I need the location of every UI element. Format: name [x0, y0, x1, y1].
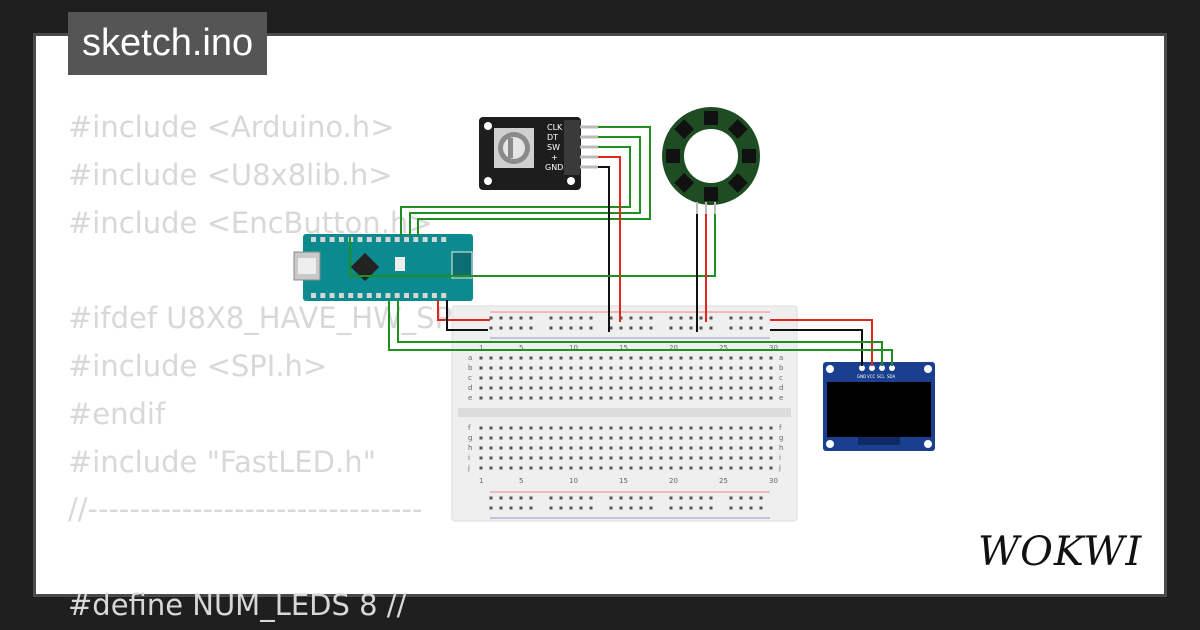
- row-letter: e: [779, 394, 783, 402]
- row-letter: a: [779, 354, 783, 362]
- file-tab[interactable]: sketch.ino: [68, 12, 268, 75]
- row-letter: f: [779, 424, 782, 432]
- code-editor: #include <Arduino.h> #include <U8x8lib.h>…: [68, 104, 461, 630]
- encoder-pin-plus-label: +: [551, 153, 558, 162]
- led-ring[interactable]: [662, 107, 760, 214]
- wire-vcc-encoder: [598, 156, 621, 322]
- row-letter: b: [779, 364, 784, 372]
- wire-dt: [409, 136, 641, 236]
- row-letter: g: [468, 434, 472, 442]
- column-number: 1: [479, 477, 483, 485]
- encoder-pin-sw-label: SW: [547, 143, 560, 152]
- row-letter: f: [468, 424, 471, 432]
- code-line: #include <Arduino.h>: [68, 110, 395, 144]
- wire-5v: [437, 300, 488, 321]
- row-letter: i: [468, 454, 470, 462]
- oled-pin-gnd-label: GND: [857, 374, 866, 379]
- row-letter: a: [468, 354, 472, 362]
- column-number: 25: [719, 344, 728, 352]
- oled-display[interactable]: GND VCC SCL SDA: [823, 362, 935, 451]
- column-number: 25: [719, 477, 728, 485]
- code-line: #define NUM_LEDS 8 //: [68, 587, 407, 622]
- wire-gnd-nano: [446, 300, 488, 331]
- wire-oled-sda: [388, 300, 893, 366]
- column-number: 30: [769, 477, 778, 485]
- row-letter: i: [779, 454, 781, 462]
- column-number: 1: [479, 344, 483, 352]
- code-line: #endif: [68, 396, 166, 431]
- wire-oled-scl: [397, 300, 883, 366]
- file-tab-label: sketch.ino: [82, 22, 254, 64]
- wokwi-logo-text: WOKWI: [978, 529, 1142, 575]
- row-letter: j: [778, 464, 781, 472]
- code-line: //--------------------------------: [68, 492, 423, 527]
- encoder-pin-dt-label: DT: [547, 133, 558, 142]
- wire-led-data: [349, 214, 716, 277]
- wire-oled-gnd: [770, 329, 863, 366]
- row-letter: j: [467, 464, 470, 472]
- code-line: #include <EncButton.h>: [68, 205, 433, 240]
- code-line: #include <U8x8lib.h>: [68, 157, 393, 192]
- row-letter: h: [779, 444, 783, 452]
- encoder-pin-clk-label: CLK: [547, 123, 563, 132]
- column-number: 10: [569, 477, 578, 485]
- column-number: 15: [619, 477, 628, 485]
- rotary-encoder[interactable]: CLK DT SW + GND: [479, 117, 598, 190]
- oled-pin-sda-label: SDA: [887, 374, 896, 379]
- code-line: #ifdef U8X8_HAVE_HW_SPI: [68, 301, 461, 336]
- encoder-pin-gnd-label: GND: [545, 163, 563, 172]
- column-number: 15: [619, 344, 628, 352]
- column-number: 10: [569, 344, 578, 352]
- column-number: 5: [519, 477, 523, 485]
- code-line: #include <SPI.h>: [68, 348, 328, 383]
- wire-clk: [417, 126, 651, 236]
- row-letter: e: [468, 394, 472, 402]
- row-letter: c: [468, 374, 472, 382]
- arduino-nano[interactable]: [293, 234, 473, 301]
- column-number: 5: [519, 344, 523, 352]
- wires: [349, 126, 893, 366]
- column-number: 20: [669, 344, 678, 352]
- column-number: 20: [669, 477, 678, 485]
- breadboard-holes: [479, 316, 773, 510]
- wokwi-logo[interactable]: WOKWI: [978, 528, 1148, 578]
- row-letter: g: [779, 434, 783, 442]
- row-letter: d: [468, 384, 472, 392]
- wire-sw: [400, 146, 631, 236]
- row-letter: d: [779, 384, 783, 392]
- code-line: #include "FastLED.h": [68, 444, 376, 479]
- oled-pin-vcc-label: VCC: [867, 374, 876, 379]
- row-letter: c: [779, 374, 783, 382]
- row-letter: h: [468, 444, 472, 452]
- column-number: 30: [769, 344, 778, 352]
- row-letter: b: [468, 364, 473, 372]
- oled-pin-scl-label: SCL: [877, 374, 885, 379]
